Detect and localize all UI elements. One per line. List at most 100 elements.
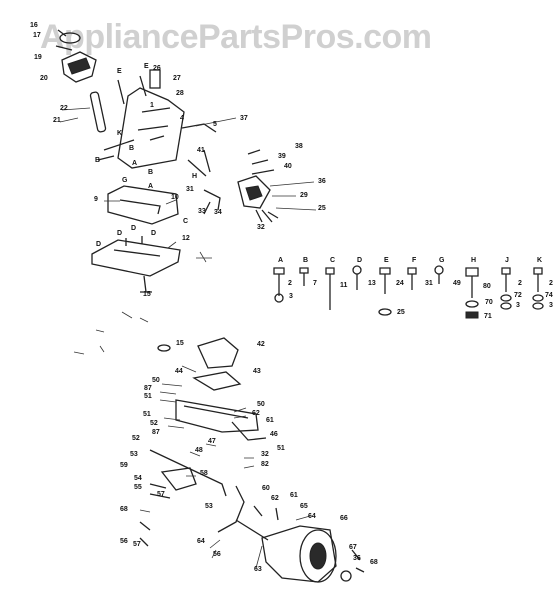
callout-label: 51 <box>143 411 151 418</box>
callout-label: 65 <box>300 503 308 510</box>
callout-label: 3 <box>549 302 553 309</box>
callout-label: 15 <box>143 291 151 298</box>
motor-pulley-assembly <box>55 29 107 133</box>
callout-label: 61 <box>290 492 298 499</box>
callout-label: 57 <box>133 541 141 548</box>
callout-label: 15 <box>176 340 184 347</box>
callout-label: C <box>183 218 188 225</box>
callout-label: 25 <box>318 205 326 212</box>
callout-label: 71 <box>484 313 492 320</box>
callout-label: 58 <box>200 470 208 477</box>
callout-label: D <box>151 230 156 237</box>
callout-label: B <box>303 257 308 264</box>
callout-label: H <box>192 173 197 180</box>
callout-label: 3 <box>289 293 293 300</box>
callout-label: 2 <box>518 280 522 287</box>
callout-label: 10 <box>171 194 179 201</box>
callout-label: 62 <box>252 410 260 417</box>
callout-label: 5 <box>213 121 217 128</box>
watermark: AppliancePartsPros.com <box>40 18 432 56</box>
callout-label: 87 <box>144 385 152 392</box>
callout-label: 68 <box>370 559 378 566</box>
callout-label: 68 <box>120 506 128 513</box>
callout-label: C <box>330 257 335 264</box>
callout-label: 52 <box>132 435 140 442</box>
callout-label: A <box>148 183 153 190</box>
callout-label: 9 <box>94 196 98 203</box>
callout-label: 50 <box>152 377 160 384</box>
callout-label: 2 <box>288 280 292 287</box>
callout-label: 24 <box>396 280 404 287</box>
callout-label: 38 <box>295 143 303 150</box>
callout-label: 33 <box>198 208 206 215</box>
callout-label: 72 <box>514 292 522 299</box>
callout-label: 66 <box>340 515 348 522</box>
callout-label: F <box>412 257 417 264</box>
callout-label: 46 <box>270 431 278 438</box>
callout-label: 12 <box>182 235 190 242</box>
callout-label: E <box>144 63 149 70</box>
callout-label: 87 <box>152 429 160 436</box>
callout-label: 70 <box>485 299 493 306</box>
callout-label: K <box>537 257 542 264</box>
callout-label: A <box>278 257 283 264</box>
callout-label: E <box>384 257 389 264</box>
callout-label: 31 <box>186 186 194 193</box>
callout-label: 50 <box>257 401 265 408</box>
callout-label: 43 <box>253 368 261 375</box>
callout-label: 54 <box>134 475 142 482</box>
callout-label: 41 <box>197 147 205 154</box>
callout-label: 53 <box>130 451 138 458</box>
callout-label: D <box>357 257 362 264</box>
callout-label: 59 <box>120 462 128 469</box>
callout-label: 62 <box>271 495 279 502</box>
callout-label: 20 <box>40 75 48 82</box>
callout-label: 3 <box>516 302 520 309</box>
callout-label: 29 <box>300 192 308 199</box>
mounting-plates <box>91 185 181 293</box>
callout-label: 11 <box>340 282 348 289</box>
pulley-wheel <box>209 505 365 583</box>
callout-label: 16 <box>30 22 38 29</box>
callout-label: 32 <box>261 451 269 458</box>
callout-label: 40 <box>284 163 292 170</box>
callout-label: 21 <box>53 117 61 124</box>
callout-label: H <box>471 257 476 264</box>
callout-label: 22 <box>60 105 68 112</box>
callout-label: 57 <box>157 491 165 498</box>
callout-label: 55 <box>134 484 142 491</box>
callout-label: 1 <box>150 102 154 109</box>
callout-label: 56 <box>213 551 221 558</box>
callout-label: 37 <box>240 115 248 122</box>
callout-label: G <box>122 177 128 184</box>
callout-label: 2 <box>549 280 553 287</box>
callout-label: D <box>131 225 136 232</box>
callout-label: 31 <box>425 280 433 287</box>
callout-label: 7 <box>313 280 317 287</box>
callout-label: 61 <box>266 417 274 424</box>
callout-label: 4 <box>180 115 184 122</box>
callout-label: 26 <box>153 65 161 72</box>
callout-label: 36 <box>318 178 326 185</box>
callout-label: 80 <box>483 283 491 290</box>
callout-label: 34 <box>214 209 222 216</box>
callout-label: A <box>132 160 137 167</box>
callout-label: 63 <box>254 566 262 573</box>
main-bracket <box>97 69 237 177</box>
callout-label: 53 <box>205 503 213 510</box>
callout-label: 47 <box>208 438 216 445</box>
scan-marks <box>73 251 212 355</box>
hardware-row <box>273 265 544 319</box>
callout-label: 74 <box>545 292 553 299</box>
callout-label: 28 <box>176 90 184 97</box>
callout-label: E <box>117 68 122 75</box>
callout-label: 17 <box>33 32 41 39</box>
callout-label: G <box>439 257 445 264</box>
callout-label: 64 <box>197 538 205 545</box>
callout-label: K <box>117 130 122 137</box>
callout-label: B <box>95 157 100 164</box>
callout-label: B <box>129 145 134 152</box>
callout-label: 48 <box>195 447 203 454</box>
callout-label: 67 <box>349 544 357 551</box>
switch-assembly <box>203 149 317 223</box>
